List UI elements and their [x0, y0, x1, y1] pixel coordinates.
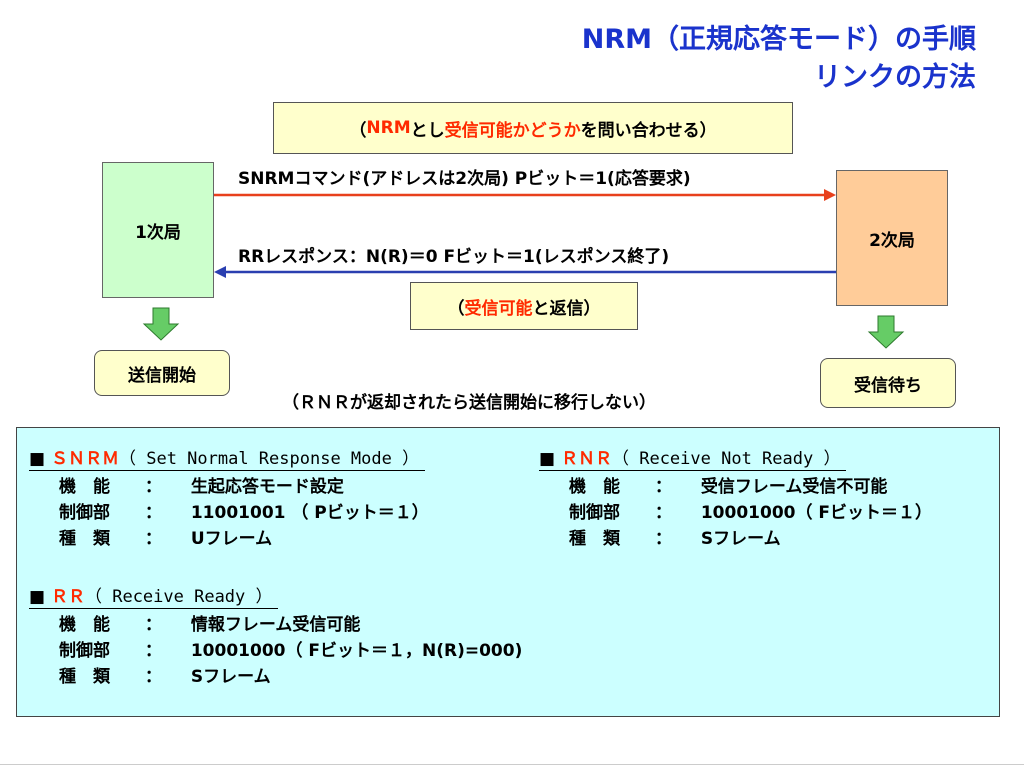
rr-row-type: 種 類 ： Sフレーム	[59, 667, 271, 687]
snrm-bullet: ■	[29, 449, 46, 469]
reply-open: （	[447, 298, 465, 319]
rr-bullet: ■	[29, 587, 46, 607]
snrm-row-function: 機 能 ： 生起応答モード設定	[59, 477, 344, 497]
secondary-station-box: 2次局	[836, 170, 948, 306]
reply-rest: と返信）	[532, 298, 601, 319]
rnr-bullet: ■	[539, 449, 556, 469]
down-arrow-right	[867, 315, 905, 349]
page-title-line2: リンクの方法	[814, 62, 976, 93]
primary-station-label: 1次局	[135, 222, 181, 243]
snrm-arrow-label: SNRMコマンド(アドレスは2次局) Pビット＝1(応答要求)	[238, 169, 691, 189]
snrm-header: ■ ＳＮＲＭ（ Set Normal Response Mode ）	[29, 448, 426, 471]
footer-divider	[0, 764, 1024, 765]
query-open: （	[349, 120, 367, 141]
rr-row-control: 制御部 ： 10001000（ Fビット＝１，N(R)=000)	[59, 641, 523, 661]
rr-row-function: 機 能 ： 情報フレーム受信可能	[59, 615, 361, 635]
rr-arrow-label: RRレスポンス：N(R)＝0 Fビット＝1(レスポンス終了)	[238, 247, 670, 267]
wait-receive-box: 受信待ち	[820, 358, 956, 408]
secondary-station-label: 2次局	[869, 230, 915, 251]
rr-name: ＲＲ	[50, 587, 85, 607]
rnr-name: ＲＮＲ	[560, 449, 612, 469]
snrm-row-control: 制御部 ： 11001001 （ Pビット＝１）	[59, 503, 429, 523]
rr-full: （ Receive Ready ）	[84, 587, 273, 607]
rnr-header: ■ ＲＮＲ（ Receive Not Ready ）	[539, 448, 847, 471]
start-send-box: 送信開始	[94, 350, 230, 396]
primary-station-box: 1次局	[102, 162, 214, 298]
snrm-row-type: 種 類 ： Uフレーム	[59, 529, 273, 549]
snrm-full: （ Set Normal Response Mode ）	[118, 449, 420, 469]
rnr-row-type: 種 類 ： Sフレーム	[569, 529, 781, 549]
snrm-name: ＳＮＲＭ	[50, 449, 119, 469]
down-arrow-left	[142, 307, 180, 341]
reply-highlight: 受信可能	[464, 298, 533, 319]
query-highlight: 受信可能かどうか	[444, 120, 581, 141]
rnr-full: （ Receive Not Ready ）	[611, 449, 841, 469]
reply-note-box: （受信可能と返信）	[410, 282, 638, 330]
rr-header: ■ ＲＲ（ Receive Ready ）	[29, 586, 279, 609]
snrm-arrowhead	[824, 189, 836, 201]
query-rest: を問い合わせる）	[580, 120, 717, 141]
rr-arrowhead	[214, 266, 226, 278]
definitions-panel: ■ ＳＮＲＭ（ Set Normal Response Mode ） 機 能 ：…	[16, 427, 1000, 717]
page-title-line1: NRM（正規応答モード）の手順	[581, 24, 976, 55]
wait-receive-label: 受信待ち	[854, 375, 922, 396]
rnr-row-function: 機 能 ： 受信フレーム受信不可能	[569, 477, 888, 497]
rnr-note: （ＲＮＲが返却されたら送信開始に移行しない）	[282, 393, 656, 413]
query-toshi: とし	[410, 120, 445, 141]
query-nrm: NRM	[366, 118, 411, 138]
start-send-label: 送信開始	[128, 365, 196, 386]
rnr-row-control: 制御部 ： 10001000（ Fビット＝１）	[569, 503, 933, 523]
